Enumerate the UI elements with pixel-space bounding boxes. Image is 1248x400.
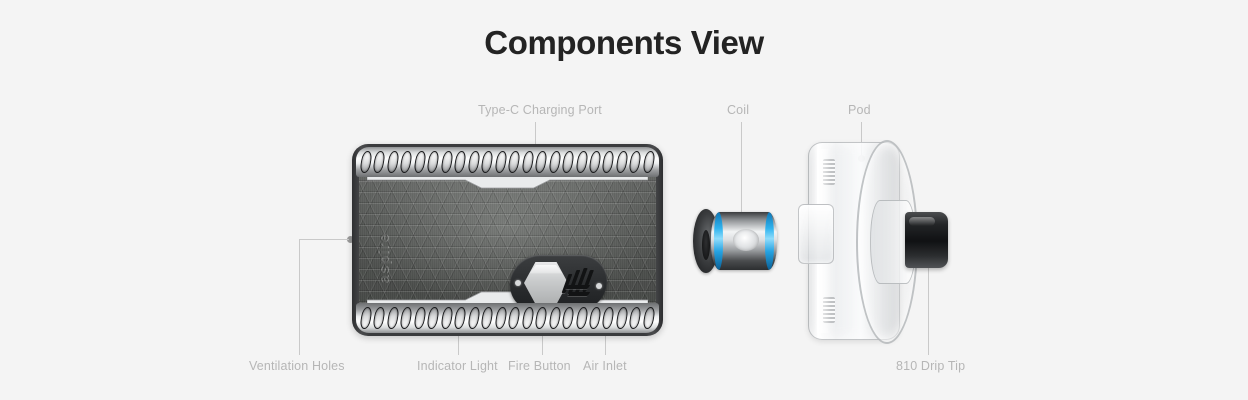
leader-line-coil (741, 122, 742, 218)
ventilation-holes-top (356, 147, 659, 177)
fire-button[interactable] (524, 262, 568, 303)
label-ventilation-holes: Ventilation Holes (249, 359, 345, 373)
control-island (508, 255, 609, 303)
page-title: Components View (484, 24, 764, 61)
pod-side-port (798, 204, 834, 264)
drip-tip-810 (905, 212, 948, 268)
leader-line-drip-tip (928, 258, 929, 355)
device-face-panel: aspire (359, 177, 656, 303)
leader-line-ventilation-v (299, 239, 300, 355)
indicator-light-secondary (596, 283, 602, 289)
label-type-c-charging-port: Type-C Charging Port (478, 103, 602, 117)
pod-vent-slot-top (823, 159, 835, 185)
leader-line-type-c (535, 122, 536, 150)
indicator-light (515, 280, 521, 286)
ventilation-holes-bottom (356, 303, 659, 333)
leader-line-pod (861, 122, 862, 158)
label-810-drip-tip: 810 Drip Tip (896, 359, 966, 373)
coil-component (693, 204, 785, 278)
chrome-bevel-top (367, 177, 648, 189)
device-shell: aspire (352, 144, 663, 336)
leader-line-ventilation-h (299, 239, 349, 240)
leader-dot-ventilation (347, 236, 354, 243)
metal-grain-texture (359, 177, 656, 303)
coil-oring-right (765, 212, 774, 270)
coil-barrel (711, 212, 777, 270)
coil-juice-port (733, 229, 759, 251)
label-fire-button: Fire Button (508, 359, 571, 373)
pod-vent-slot-bottom (823, 297, 835, 323)
coil-contact-center (702, 230, 710, 260)
label-coil: Coil (727, 103, 750, 117)
label-air-inlet: Air Inlet (583, 359, 627, 373)
coil-oring-left (714, 212, 723, 270)
vent-slot-group-top (356, 147, 659, 177)
brand-logo-aspire: aspire (375, 233, 392, 284)
device-mod-body: aspire (352, 144, 663, 336)
label-indicator-light: Indicator Light (417, 359, 498, 373)
air-inlet-grille (561, 267, 595, 299)
pod-component (798, 140, 950, 344)
label-pod: Pod (848, 103, 871, 117)
vent-slot-group-bottom (356, 303, 659, 333)
